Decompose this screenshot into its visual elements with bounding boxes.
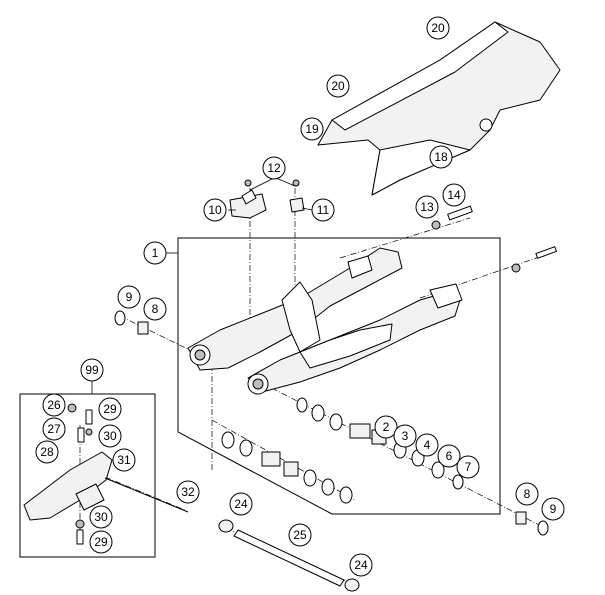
callout-11: 11	[311, 198, 335, 222]
svg-text:2: 2	[383, 420, 390, 434]
svg-text:10: 10	[208, 203, 222, 217]
callout-25: 25	[288, 523, 312, 547]
swingarm-group-frame	[177, 237, 501, 515]
callout-12: 12	[262, 156, 286, 180]
svg-text:9: 9	[126, 290, 133, 304]
svg-text:25: 25	[293, 528, 307, 542]
callout-24-bottom: 24	[349, 553, 373, 577]
callout-20-top: 20	[426, 16, 450, 40]
callout-14: 14	[442, 183, 466, 207]
svg-text:32: 32	[181, 485, 195, 499]
callout-8-right: 8	[515, 482, 539, 506]
svg-text:12: 12	[267, 161, 281, 175]
pivot-washers-left	[114, 310, 149, 335]
svg-text:29: 29	[103, 402, 117, 416]
callout-3: 3	[393, 424, 417, 448]
callout-10: 10	[203, 198, 227, 222]
svg-text:8: 8	[524, 487, 531, 501]
callout-99: 99	[80, 358, 104, 382]
callout-4: 4	[415, 433, 439, 457]
svg-text:14: 14	[447, 188, 461, 202]
svg-text:20: 20	[331, 79, 345, 93]
callout-1: 1	[143, 241, 167, 265]
svg-text:9: 9	[550, 502, 557, 516]
svg-text:1: 1	[152, 246, 159, 260]
chain-adjuster-bolt	[431, 205, 473, 230]
callout-28: 28	[35, 440, 59, 464]
svg-text:99: 99	[85, 363, 99, 377]
chain-guide	[23, 403, 189, 545]
callout-13: 13	[415, 195, 439, 219]
svg-text:30: 30	[103, 429, 117, 443]
callout-27: 27	[42, 417, 66, 441]
chain-guide-group-frame	[19, 393, 156, 558]
svg-text:19: 19	[305, 122, 319, 136]
callout-30-top: 30	[98, 424, 122, 448]
callout-18: 18	[429, 145, 453, 169]
svg-text:28: 28	[40, 445, 54, 459]
svg-text:29: 29	[94, 535, 108, 549]
chain-guard	[317, 21, 561, 196]
callout-2: 2	[374, 415, 398, 439]
svg-text:24: 24	[234, 497, 248, 511]
rear-axle-bolt	[511, 246, 557, 273]
callout-19: 19	[300, 117, 324, 141]
svg-text:6: 6	[446, 449, 453, 463]
callout-20-middle: 20	[326, 74, 350, 98]
svg-text:11: 11	[317, 203, 330, 217]
pivot-bearing-stack-left	[221, 431, 353, 504]
svg-text:3: 3	[402, 429, 409, 443]
svg-text:8: 8	[152, 302, 159, 316]
callout-9-right: 9	[541, 497, 565, 521]
svg-text:4: 4	[424, 438, 431, 452]
pivot-washers-right	[515, 511, 549, 536]
callout-24-top: 24	[229, 492, 253, 516]
svg-text:20: 20	[431, 21, 445, 35]
callout-9-left: 9	[117, 285, 141, 309]
svg-text:26: 26	[47, 398, 61, 412]
svg-text:24: 24	[354, 558, 368, 572]
svg-text:31: 31	[117, 453, 131, 467]
callout-29-top: 29	[98, 397, 122, 421]
chain-slider-bracket	[229, 179, 305, 219]
svg-text:7: 7	[465, 460, 472, 474]
svg-text:13: 13	[420, 200, 434, 214]
callout-8-left: 8	[143, 297, 167, 321]
callout-26: 26	[42, 393, 66, 417]
swingarm-pivot-shaft	[218, 519, 360, 592]
svg-text:30: 30	[94, 510, 108, 524]
callout-7: 7	[456, 455, 480, 479]
callout-31: 31	[112, 448, 136, 472]
callout-29-bottom: 29	[89, 530, 113, 554]
callout-32: 32	[176, 480, 200, 504]
callout-6: 6	[437, 444, 461, 468]
leader-lines	[91, 177, 313, 394]
svg-text:27: 27	[47, 422, 61, 436]
callout-30-bottom: 30	[89, 505, 113, 529]
svg-text:18: 18	[434, 150, 448, 164]
swingarm	[187, 247, 463, 395]
